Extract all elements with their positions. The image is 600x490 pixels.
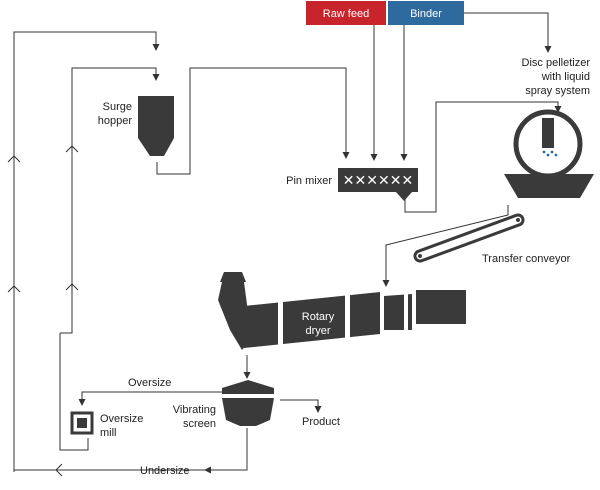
transfer-conveyor <box>413 213 525 263</box>
undersize-label: Undersize <box>140 465 190 477</box>
pin-mixer-label: Pin mixer <box>286 175 332 187</box>
oversize-mill-label-1: Oversize <box>100 413 143 425</box>
disc-pelletizer-label-2: with liquid <box>541 71 590 83</box>
surge-hopper <box>138 96 174 156</box>
oversize-mill <box>70 411 94 435</box>
raw-feed-label: Raw feed <box>323 8 369 20</box>
oversize-mill-label-2: mill <box>100 427 117 439</box>
vibrating-screen-label-1: Vibrating <box>173 404 216 416</box>
rotary-dryer-label-1: Rotary <box>302 311 335 323</box>
disc-pelletizer <box>504 109 594 198</box>
binder-label: Binder <box>410 8 442 20</box>
surge-hopper-label-1: Surge <box>103 101 132 113</box>
flow-lines <box>7 12 562 477</box>
vibrating-screen-label-2: screen <box>183 418 216 430</box>
pin-mixer: ✕✕✕✕✕✕ <box>338 168 418 201</box>
vibrating-screen <box>222 380 274 426</box>
binder-box: Binder <box>388 1 464 25</box>
rotary-dryer-label-2: dryer <box>305 325 330 337</box>
disc-pelletizer-label-1: Disc pelletizer <box>522 57 591 69</box>
raw-feed-box: Raw feed <box>306 1 386 25</box>
oversize-label: Oversize <box>128 377 171 389</box>
surge-hopper-label-2: hopper <box>98 115 133 127</box>
product-label: Product <box>302 416 340 428</box>
pin-mixer-pins-icon: ✕✕✕✕✕✕ <box>343 173 413 189</box>
rotary-dryer <box>218 272 466 350</box>
transfer-conveyor-label: Transfer conveyor <box>482 253 571 265</box>
disc-pelletizer-label-3: spray system <box>525 85 590 97</box>
